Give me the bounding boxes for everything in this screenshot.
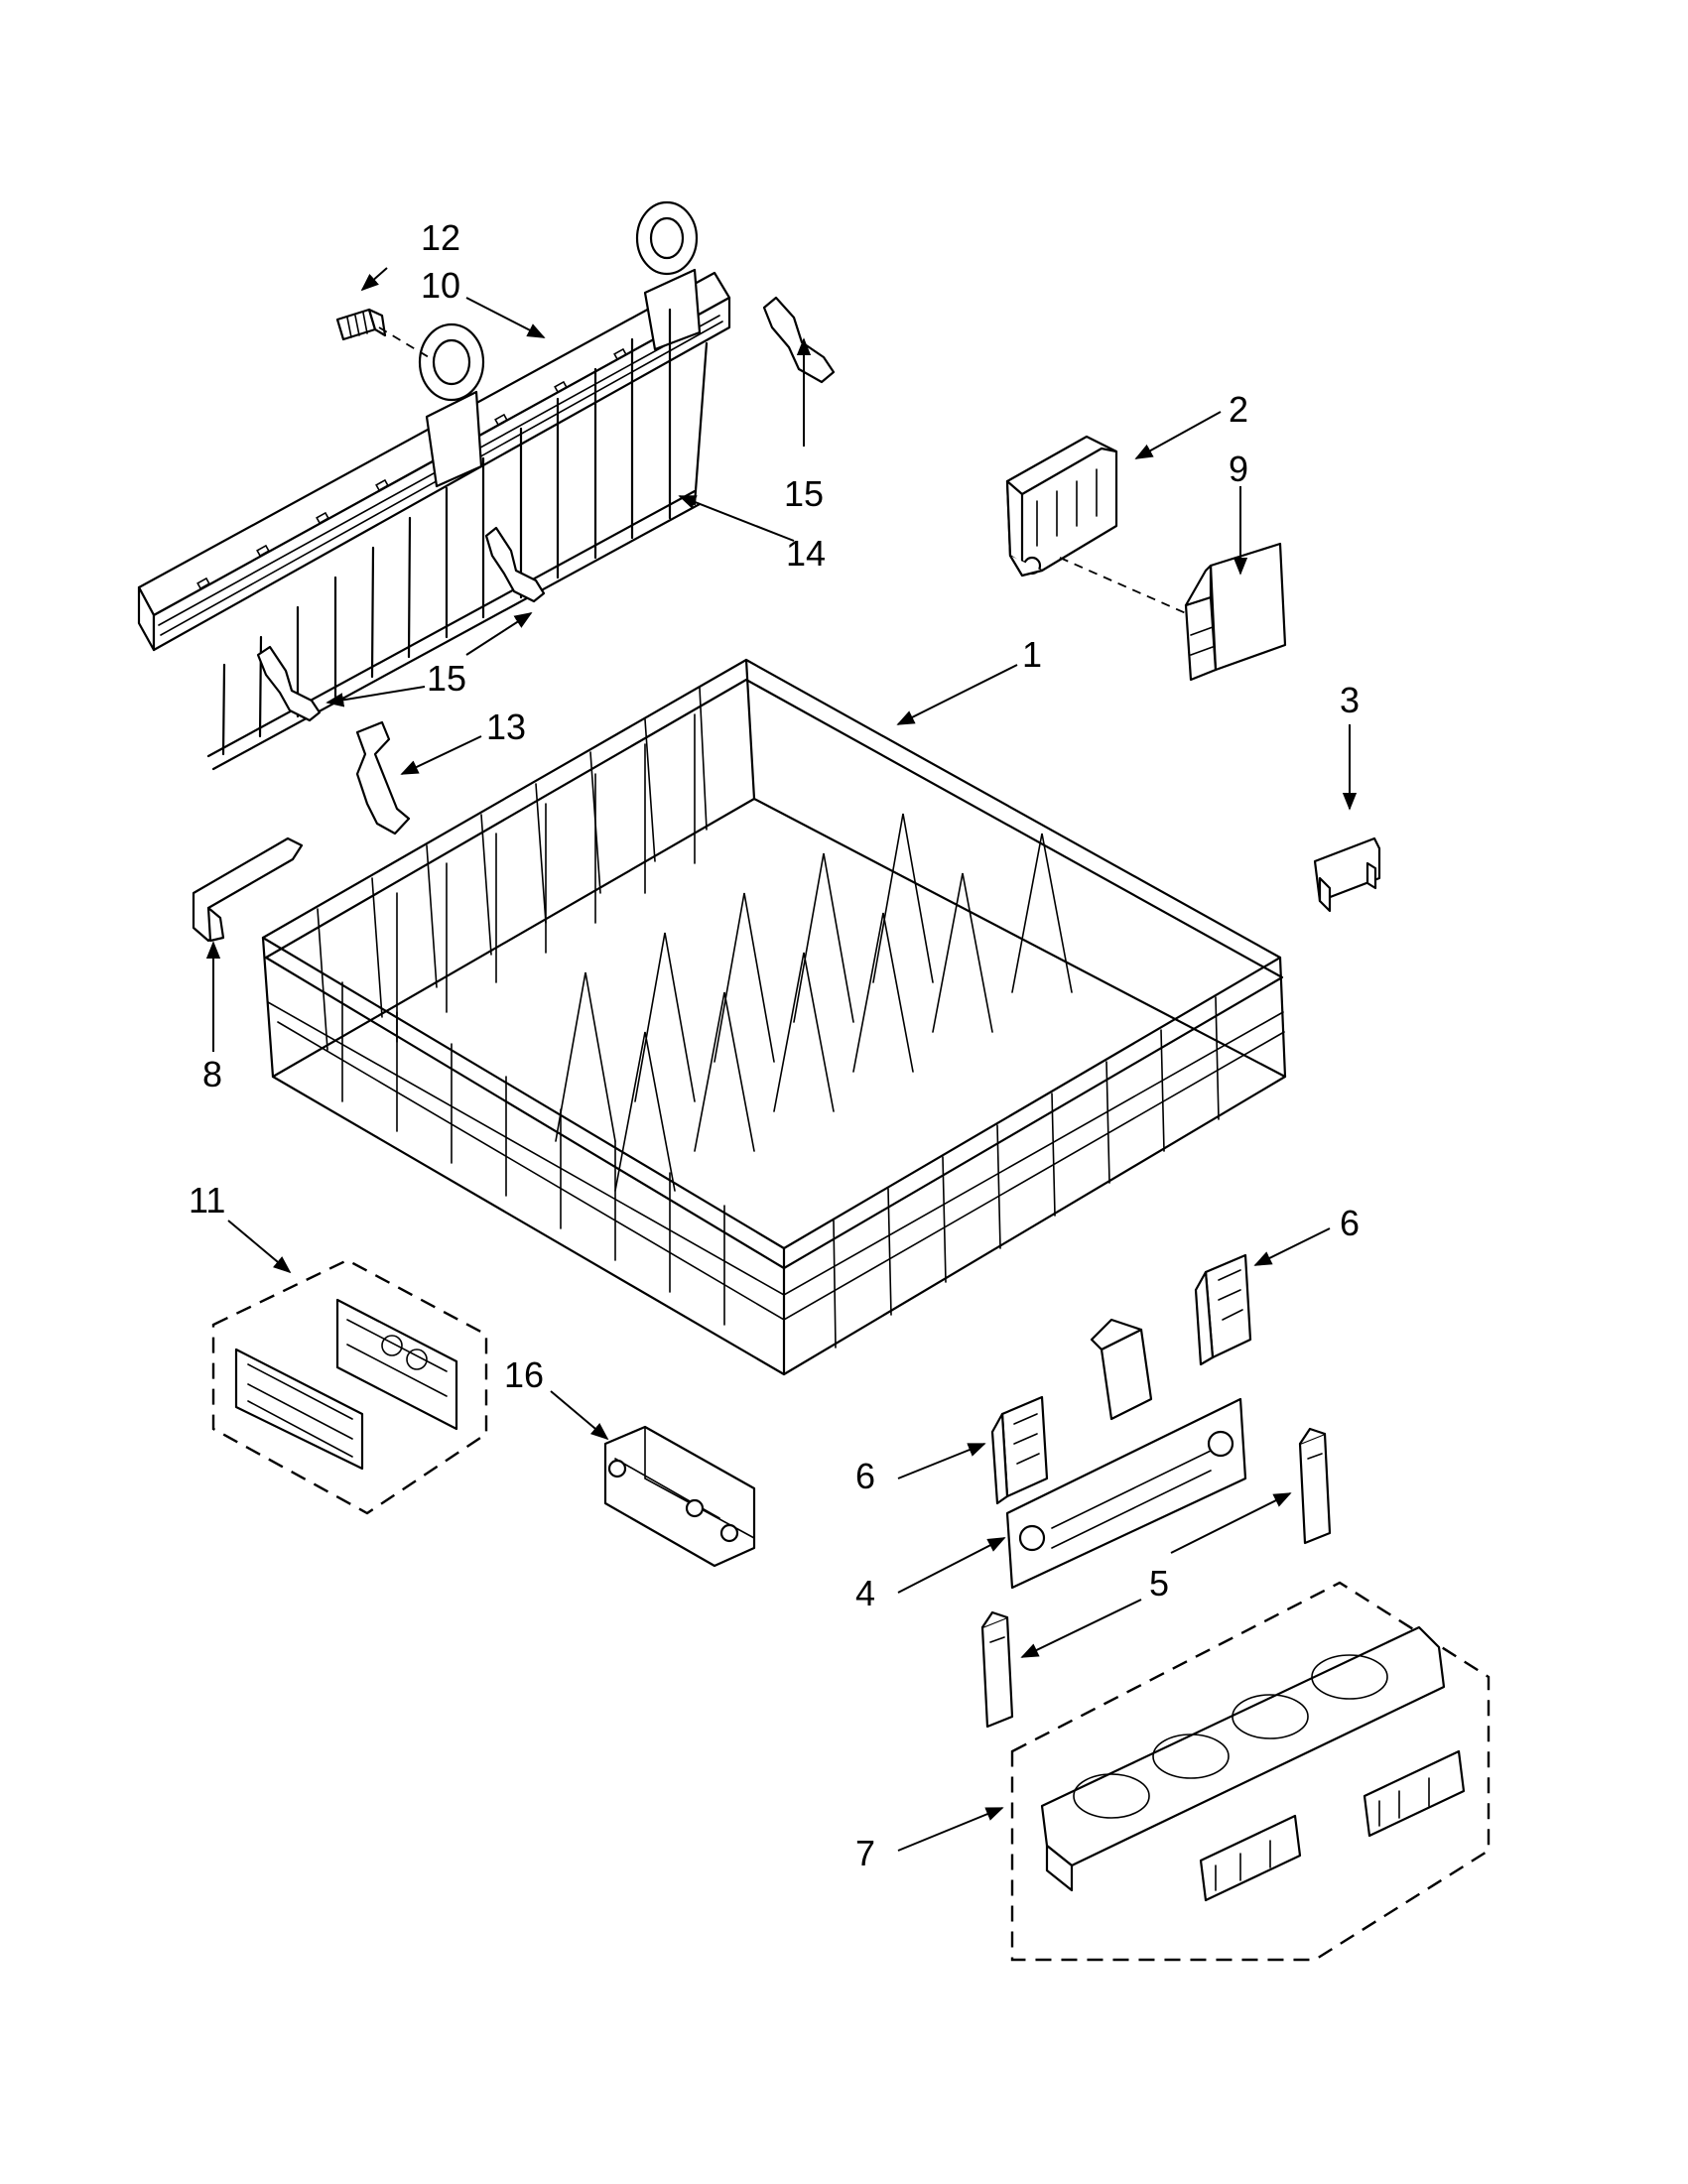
- callout-15-upper: 15: [784, 473, 824, 514]
- slide-rail-part: [137, 200, 731, 652]
- clip-part-5-right: [1298, 1427, 1332, 1545]
- callout-13: 13: [486, 707, 526, 747]
- bracket-part-16: [603, 1425, 756, 1568]
- clip-part-5-left: [980, 1610, 1014, 1729]
- callout-9: 9: [1229, 449, 1248, 489]
- leader-14: [678, 495, 795, 542]
- leader-12: [360, 267, 388, 292]
- leader-10: [465, 297, 546, 338]
- leader-1: [896, 664, 1018, 725]
- callout-labels: 12 10 15 14 2 9 15 1 13 3 8 11 6 16 6 4 …: [189, 217, 1360, 1873]
- clip-part-15-lower: [256, 645, 322, 722]
- leader-11: [227, 1220, 292, 1274]
- leader-15-lower: [325, 686, 426, 707]
- clip-part-13: [355, 720, 411, 835]
- bracket-part-2: [1005, 435, 1118, 578]
- callout-15-lower: 15: [427, 658, 466, 699]
- dishrack-part-1: [261, 658, 1287, 1376]
- leader-5-left: [1020, 1599, 1142, 1658]
- callout-2: 2: [1229, 389, 1248, 430]
- clip-part-15-mid: [484, 526, 546, 603]
- clip-part-15-upper: [762, 296, 836, 384]
- callout-5: 5: [1149, 1563, 1169, 1604]
- clip-part-3: [1313, 836, 1381, 913]
- leader-6-upper: [1253, 1227, 1331, 1266]
- adjuster-part-4: [1005, 1318, 1247, 1590]
- callout-11: 11: [189, 1180, 225, 1220]
- leader-arrows: [205, 267, 1358, 1852]
- callout-14: 14: [786, 533, 826, 574]
- leader-6-lower: [897, 1443, 986, 1479]
- connector-lines: [378, 326, 1187, 614]
- leader-15-mid: [465, 612, 533, 656]
- leader-4: [897, 1537, 1006, 1594]
- leader-7: [897, 1807, 1004, 1852]
- callout-8: 8: [202, 1054, 222, 1094]
- clip-part-9: [1184, 542, 1287, 682]
- callout-6-lower: 6: [855, 1456, 875, 1496]
- leader-16: [550, 1390, 609, 1441]
- screw-part: [335, 308, 387, 341]
- tine-row-part: [206, 308, 709, 771]
- callout-3: 3: [1340, 680, 1360, 720]
- callout-7: 7: [855, 1833, 875, 1873]
- handle-assembly-part-11: [211, 1258, 488, 1515]
- clip-part-6-lower: [990, 1395, 1049, 1505]
- callout-6-upper: 6: [1340, 1203, 1360, 1243]
- callout-12: 12: [421, 217, 460, 258]
- cup-shelf-assembly-part-7: [1010, 1581, 1491, 1962]
- callout-4: 4: [855, 1573, 875, 1613]
- callout-1: 1: [1022, 634, 1042, 675]
- callout-10: 10: [421, 265, 460, 306]
- leader-2: [1134, 411, 1222, 459]
- callout-16: 16: [504, 1354, 544, 1395]
- leader-13: [400, 735, 482, 775]
- clip-part-6-upper: [1194, 1253, 1252, 1366]
- leader-5-right: [1170, 1492, 1292, 1554]
- latch-part-8: [192, 836, 304, 943]
